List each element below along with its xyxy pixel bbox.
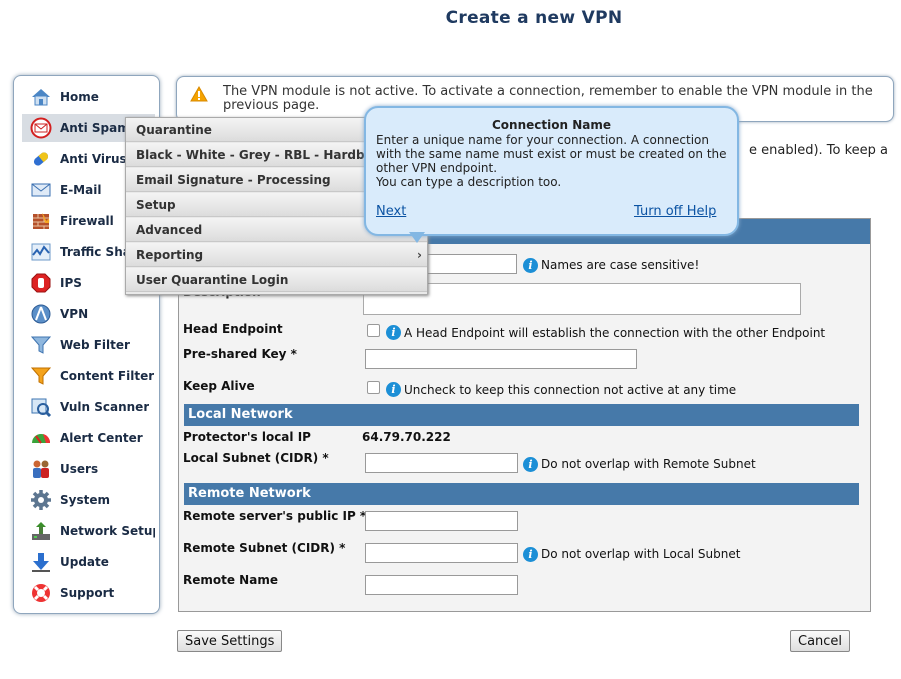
sidebar-item-anti-virus[interactable]: Anti Virus (22, 145, 155, 173)
info-text-partial: e enabled). To keep a (749, 143, 889, 158)
sidebar-item-system[interactable]: System (22, 486, 155, 514)
sidebar-item-content-filter[interactable]: Content Filter (22, 362, 155, 390)
keep-alive-checkbox[interactable] (367, 381, 380, 394)
local-network-section: Local Network (184, 404, 859, 426)
sidebar-item-home[interactable]: Home (22, 83, 155, 111)
funnel-orange-icon (30, 365, 52, 387)
warning-box: The VPN module is not active. To activat… (176, 76, 894, 122)
psk-label: Pre-shared Key * (183, 347, 297, 361)
help-title: Connection Name (492, 118, 611, 132)
remote-public-ip-input[interactable] (365, 511, 518, 531)
description-textarea[interactable] (363, 283, 801, 315)
help-tooltip: Connection Name Enter a unique name for … (364, 106, 739, 243)
local-subnet-label: Local Subnet (CIDR) * (183, 451, 329, 465)
chevron-right-icon: › (417, 248, 422, 262)
help-body-text: Enter a unique name for your connection.… (376, 133, 727, 175)
help-body-text-2: You can type a description too. (376, 175, 562, 189)
psk-input[interactable] (365, 349, 637, 369)
warning-icon (190, 85, 208, 105)
head-endpoint-checkbox[interactable] (367, 324, 380, 337)
remote-name-label: Remote Name (183, 573, 278, 587)
remote-subnet-input[interactable] (365, 543, 518, 563)
firewall-icon (30, 210, 52, 232)
warning-text: The VPN module is not active. To activat… (223, 84, 873, 113)
info-icon: i (523, 258, 538, 273)
protector-ip-label: Protector's local IP (183, 430, 311, 444)
sidebar-item-vpn[interactable]: VPN (22, 300, 155, 328)
users-icon (30, 458, 52, 480)
vpn-globe-icon (30, 303, 52, 325)
home-icon (30, 86, 52, 108)
info-icon: i (523, 547, 538, 562)
head-endpoint-label: Head Endpoint (183, 322, 283, 336)
sidebar-item-update[interactable]: Update (22, 548, 155, 576)
remote-public-ip-label: Remote server's public IP * (183, 509, 367, 523)
lifebuoy-icon (30, 582, 52, 604)
funnel-icon (30, 334, 52, 356)
sidebar-item-firewall[interactable]: Firewall (22, 207, 155, 235)
menu-item-user-quarantine-login[interactable]: User Quarantine Login (126, 268, 427, 292)
stop-hand-icon (30, 272, 52, 294)
help-next-link[interactable]: Next (376, 204, 407, 219)
head-endpoint-hint: A Head Endpoint will establish the conne… (404, 326, 826, 340)
save-settings-button[interactable]: Save Settings (177, 630, 283, 652)
gauge-icon (30, 427, 52, 449)
info-icon: i (386, 325, 401, 340)
remote-subnet-hint: Do not overlap with Local Subnet (541, 547, 741, 561)
info-icon: i (386, 382, 401, 397)
sidebar-item-users[interactable]: Users (22, 455, 155, 483)
keep-alive-label: Keep Alive (183, 379, 255, 393)
sidebar-item-alert-center[interactable]: Alert Center (22, 424, 155, 452)
menu-item-reporting-label: Reporting (136, 248, 204, 262)
sidebar-item-support[interactable]: Support (22, 579, 155, 607)
sidebar-item-email[interactable]: E-Mail (22, 176, 155, 204)
download-arrow-icon (30, 551, 52, 573)
pill-icon (30, 148, 52, 170)
cancel-button[interactable]: Cancel (790, 630, 851, 652)
info-icon: i (523, 457, 538, 472)
remote-network-section: Remote Network (184, 483, 859, 505)
page-title: Create a new VPN (445, 8, 623, 28)
keep-alive-hint: Uncheck to keep this connection not acti… (404, 383, 737, 397)
mail-icon (30, 179, 52, 201)
scanner-icon (30, 396, 52, 418)
help-body: Enter a unique name for your connection.… (376, 133, 731, 189)
sidebar-item-network-setup[interactable]: Network Setup (22, 517, 155, 545)
local-subnet-hint: Do not overlap with Remote Subnet (541, 457, 756, 471)
tooltip-pointer (409, 232, 425, 243)
gear-icon (30, 489, 52, 511)
traffic-graph-icon (30, 241, 52, 263)
local-subnet-input[interactable] (365, 453, 518, 473)
menu-item-reporting[interactable]: Reporting › (126, 243, 427, 267)
sidebar-item-ips[interactable]: IPS (22, 269, 155, 297)
sidebar-item-vuln-scanner[interactable]: Vuln Scanner (22, 393, 155, 421)
network-icon (30, 520, 52, 542)
sidebar-item-web-filter[interactable]: Web Filter (22, 331, 155, 359)
envelope-no-icon (30, 117, 52, 139)
remote-subnet-label: Remote Subnet (CIDR) * (183, 541, 346, 555)
name-hint: Names are case sensitive! (541, 258, 700, 272)
help-turn-off-link[interactable]: Turn off Help (634, 204, 717, 219)
protector-ip-value: 64.79.70.222 (362, 430, 451, 444)
remote-name-input[interactable] (365, 575, 518, 595)
